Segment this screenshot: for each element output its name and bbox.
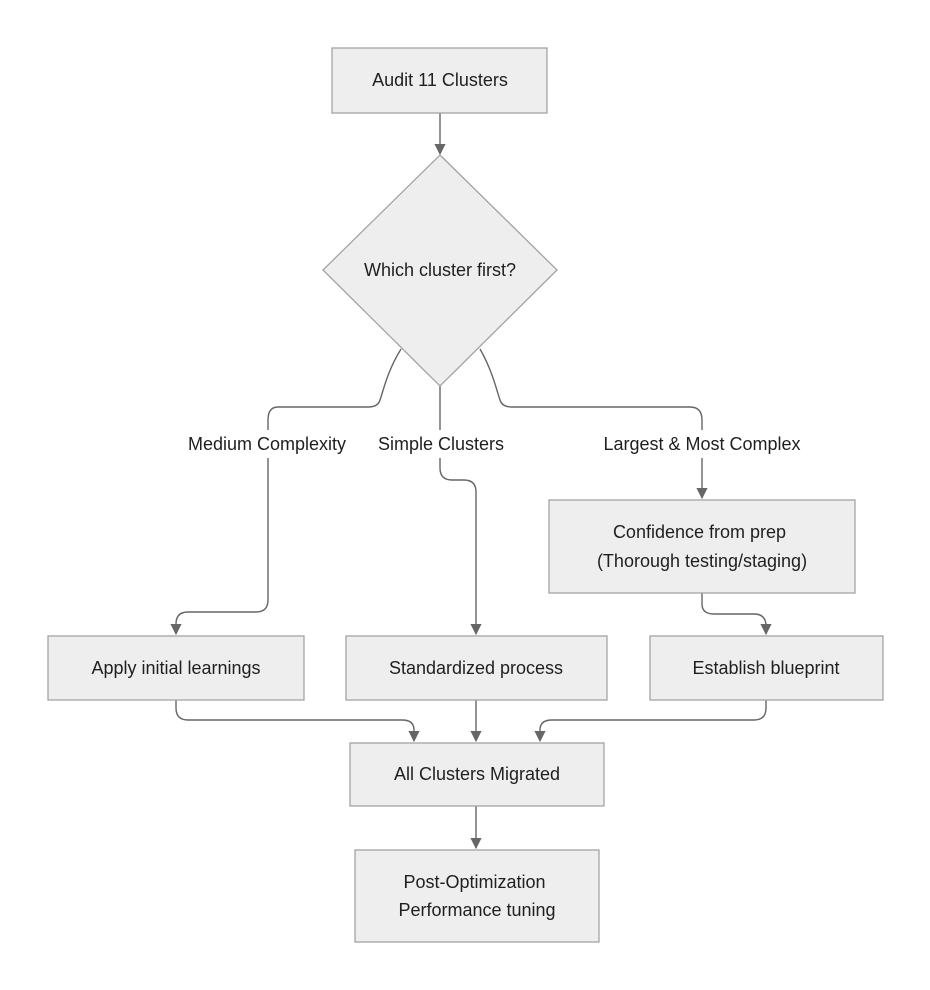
- edge-decision-to-standardized: [439, 386, 482, 636]
- node-blueprint-text: Establish blueprint: [692, 658, 839, 678]
- edge-decision-to-confidence: [479, 348, 708, 500]
- node-blueprint-line-1: Establish blueprint: [692, 658, 839, 678]
- edge-label-simple-text: Simple Clusters: [378, 434, 504, 454]
- node-confidence-line-1: Confidence from prep: [613, 522, 786, 542]
- node-confidence-text: Confidence from prep (Thorough testing/s…: [597, 522, 807, 571]
- node-standardized: Standardized process: [345, 635, 608, 701]
- node-standardized-text: Standardized process: [389, 658, 563, 678]
- edge-label-largest-text: Largest & Most Complex: [603, 434, 800, 454]
- node-confidence-line-2: (Thorough testing/staging): [597, 551, 807, 571]
- node-apply: Apply initial learnings: [47, 635, 305, 701]
- edges: [170, 113, 772, 850]
- node-migrated-line-1: All Clusters Migrated: [394, 764, 560, 784]
- node-audit-text: Audit 11 Clusters: [372, 70, 508, 90]
- edge-labels: Medium Complexity Simple Clusters Larges…: [176, 430, 814, 458]
- edge-label-medium-text: Medium Complexity: [188, 434, 346, 454]
- edge-label-medium: Medium Complexity: [176, 430, 358, 458]
- node-standardized-line-1: Standardized process: [389, 658, 563, 678]
- node-migrated-text: All Clusters Migrated: [394, 764, 560, 784]
- node-apply-text: Apply initial learnings: [91, 658, 260, 678]
- node-decision: Which cluster first?: [322, 154, 558, 387]
- node-apply-line-1: Apply initial learnings: [91, 658, 260, 678]
- node-audit: Audit 11 Clusters: [331, 47, 548, 114]
- node-post-line-1: Post-Optimization: [403, 872, 545, 892]
- node-post: Post-Optimization Performance tuning: [354, 849, 600, 943]
- edge-label-simple: Simple Clusters: [370, 430, 512, 458]
- node-decision-line-1: Which cluster first?: [364, 260, 516, 280]
- edge-blueprint-to-migrated: [534, 700, 767, 743]
- node-audit-line-1: Audit 11 Clusters: [372, 70, 508, 90]
- edge-decision-to-apply: [170, 348, 402, 636]
- node-post-line-2: Performance tuning: [398, 900, 555, 920]
- node-confidence: Confidence from prep (Thorough testing/s…: [548, 499, 856, 594]
- node-migrated: All Clusters Migrated: [349, 742, 605, 807]
- node-blueprint: Establish blueprint: [649, 635, 884, 701]
- edge-apply-to-migrated: [175, 700, 420, 743]
- edge-label-largest: Largest & Most Complex: [590, 430, 814, 458]
- node-post-text: Post-Optimization Performance tuning: [398, 872, 555, 920]
- edge-confidence-to-blueprint: [701, 593, 772, 636]
- node-decision-text: Which cluster first?: [364, 260, 516, 280]
